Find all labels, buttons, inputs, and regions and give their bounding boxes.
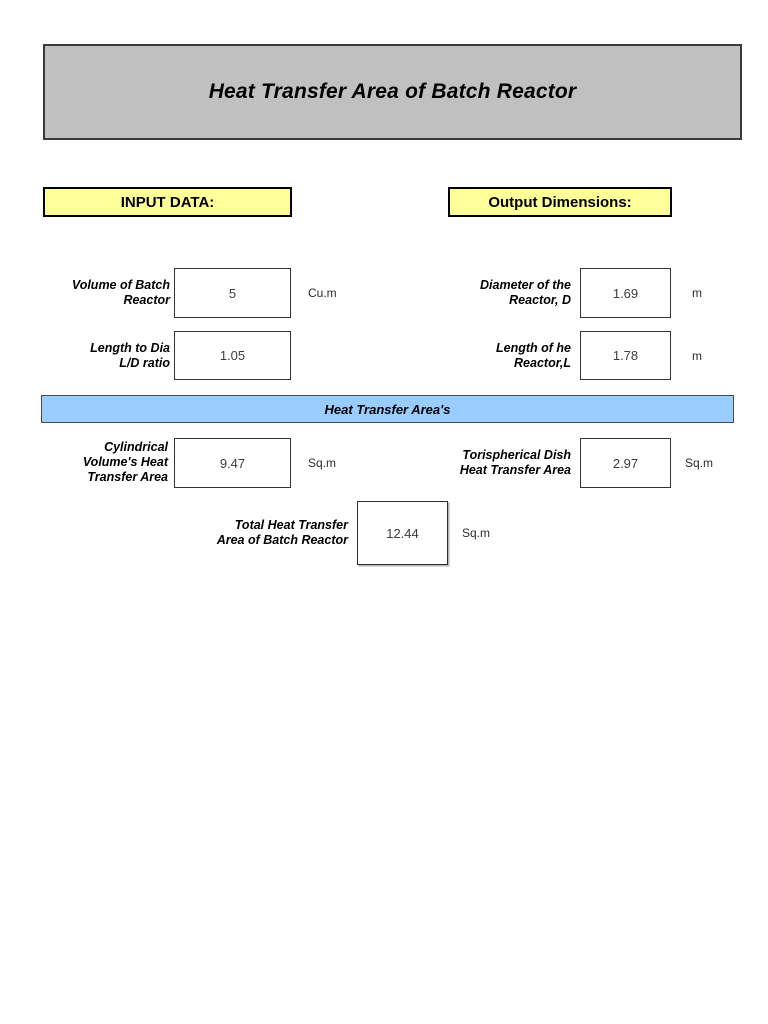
unit-total-area: Sq.m [462, 526, 491, 540]
label-line: Length to Dia [90, 340, 170, 355]
label-cylindrical-heat-transfer-area: Cylindrical Volume's Heat Transfer Area [36, 436, 168, 488]
unit-diameter: m [692, 286, 702, 300]
value-text: 5 [228, 285, 237, 301]
output-cylindrical-heat-transfer-area: 9.47 [174, 438, 291, 488]
output-total-heat-transfer-area: 12.44 [357, 501, 448, 565]
label-volume-of-batch-reactor: Volume of Batch Reactor [24, 268, 170, 318]
label-diameter-of-reactor: Diameter of the Reactor, D [420, 268, 571, 318]
label-total-heat-transfer-area: Total Heat Transfer Area of Batch Reacto… [150, 509, 348, 557]
label-length-to-dia-ratio: Length to Dia L/D ratio [24, 331, 170, 380]
label-line: Volume of Batch [71, 278, 170, 292]
value-text: 1.05 [219, 348, 246, 363]
output-dimensions-header: Output Dimensions: [448, 187, 672, 217]
input-data-header: INPUT DATA: [43, 187, 292, 217]
unit-torispherical-area: Sq.m [685, 456, 714, 470]
heat-transfer-areas-banner-label: Heat Transfer Area's [324, 401, 451, 417]
value-text: 1.78 [612, 348, 639, 363]
output-torispherical-dish-heat-transfer-area: 2.97 [580, 438, 671, 488]
label-line: Area of Batch Reactor [216, 533, 348, 547]
label-line: Heat Transfer Area [459, 463, 571, 477]
label-torispherical-dish-heat-transfer-area: Torispherical Dish Heat Transfer Area [430, 440, 571, 486]
value-text: 1.69 [612, 285, 639, 301]
input-data-header-label: INPUT DATA: [120, 193, 215, 211]
label-line: Total Heat Transfer [234, 518, 348, 532]
label-line: Volume's Heat [82, 454, 168, 469]
unit-length: m [692, 348, 702, 363]
label-line: Length of he [496, 340, 571, 355]
output-length-of-reactor: 1.78 [580, 331, 671, 380]
input-length-to-dia-ratio[interactable]: 1.05 [174, 331, 291, 380]
unit-volume: Cu.m [308, 286, 337, 300]
label-length-of-reactor: Length of he Reactor,L [420, 331, 571, 380]
unit-cylindrical-area: Sq.m [308, 456, 337, 470]
label-line: Diameter of the [480, 278, 571, 292]
label-line: Transfer Area [87, 469, 168, 484]
input-volume-of-batch-reactor[interactable]: 5 [174, 268, 291, 318]
value-text: 12.44 [386, 525, 419, 541]
heat-transfer-areas-banner: Heat Transfer Area's [41, 395, 734, 423]
label-line: Reactor,L [514, 355, 571, 370]
label-line: Reactor [123, 293, 170, 307]
page-title: Heat Transfer Area of Batch Reactor [208, 80, 577, 103]
value-text: 9.47 [219, 455, 246, 471]
output-diameter-of-reactor: 1.69 [580, 268, 671, 318]
label-line: Reactor, D [509, 293, 571, 307]
label-line: Torispherical Dish [462, 448, 571, 462]
label-line: L/D ratio [119, 355, 170, 370]
value-text: 2.97 [612, 455, 639, 471]
label-line: Cylindrical [104, 439, 168, 454]
title-banner: Heat Transfer Area of Batch Reactor [43, 44, 742, 140]
output-dimensions-header-label: Output Dimensions: [488, 193, 632, 211]
